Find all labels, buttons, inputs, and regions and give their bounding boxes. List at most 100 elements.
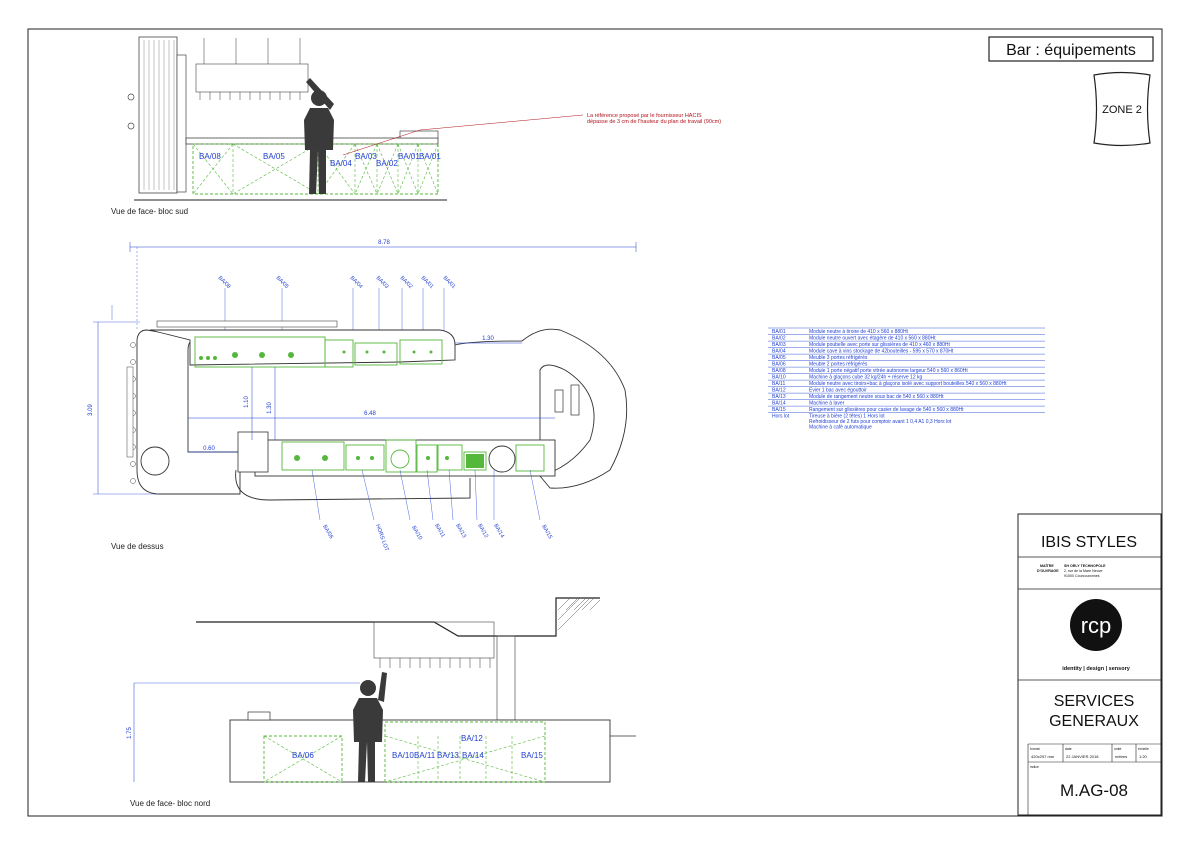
pillar-north (496, 635, 516, 721)
meta-label: date (1065, 747, 1072, 751)
legend-code: BA/08 (772, 368, 786, 374)
legend-code: BA/11 (772, 381, 785, 387)
note-leader-2 (419, 114, 584, 131)
elevation-label-north: BA/06 (292, 751, 314, 760)
legend-code: BA/14 (772, 401, 786, 407)
column-side (176, 54, 187, 193)
legend-description-extra: Refroidisseur de 2 futs pour comptoir av… (809, 419, 952, 425)
bar-north-front (235, 469, 471, 501)
right-cabinet (554, 389, 564, 413)
bottom-tag: BA/15 (540, 524, 553, 540)
top-tag: BA/01 (420, 275, 435, 290)
equipment-markers-north (294, 455, 449, 461)
legend-description-extra: Machine à café automatique (809, 425, 872, 431)
legend-description: Module neutre à tiroire de 410 x 560 x 8… (809, 329, 909, 335)
equipment-crosses-south (192, 143, 439, 195)
rcp-logo (1070, 599, 1122, 651)
glass-rack (195, 63, 309, 93)
elevation-label-north: BA/11 (414, 751, 436, 760)
legend-description: Machine à laver (809, 401, 845, 407)
bar-curved-end (454, 328, 628, 489)
equipment-block-north-b (384, 721, 546, 783)
index-label: indice (1030, 765, 1039, 769)
sink-round-right (488, 445, 516, 473)
elevation-label: BA/02 (376, 159, 398, 168)
mo-label: D'OUVRAGE (1037, 569, 1059, 573)
dim-total-width: 8.78 (378, 240, 390, 246)
bar-north-end (237, 431, 269, 473)
drawing-reference: M.AG-08 (1060, 781, 1128, 800)
person-silhouette-south (304, 78, 334, 194)
legend-code: BA/10 (772, 375, 786, 381)
sheet-title: Bar : équipements (1006, 42, 1136, 59)
bottom-tag: BA/13 (454, 523, 467, 539)
equipment-block-north-a (263, 735, 343, 783)
north-elevation: 1.75 BA/06 BA/10 BA/11 BA/13 BA/12 BA/14… (127, 597, 636, 808)
elevation-label: BA/01 (398, 152, 420, 161)
wall-bolt (127, 93, 135, 101)
equipment-legend: BA/01 Module neutre à tiroire de 410 x 56… (768, 327, 1045, 431)
counter-raise (399, 130, 439, 139)
equipment-markers-south (199, 350, 433, 360)
dim-depth-b: 1.30 (267, 402, 273, 414)
sheet-title-box: Bar : équipements (988, 36, 1154, 62)
south-elevation: La référence proposé par le fournisseur … (111, 36, 721, 216)
meta-value: 22 JANVIER 2018 (1066, 754, 1099, 759)
bottom-tag: BA/12 (476, 523, 489, 539)
ceiling-soffit (196, 597, 600, 637)
top-tag: BA/01 (442, 275, 457, 290)
dim-passage: 1.30 (482, 336, 494, 342)
bottom-tag: BA/06 (321, 524, 334, 540)
view-caption-south: Vue de face- bloc sud (111, 207, 188, 216)
title-block-frame (1017, 513, 1162, 816)
zone-label: ZONE 2 (1102, 104, 1142, 116)
sheet-frame (27, 28, 1163, 817)
legend-description: Module de rangement neutre sous bac de 5… (809, 394, 944, 400)
legend-description: Tireuse à bière (2 têtes) 1 Hors lot (809, 414, 885, 420)
meta-value: mètres (1115, 754, 1127, 759)
client-name: IBIS STYLES (1041, 534, 1137, 551)
legend-code: BA/06 (772, 362, 786, 368)
zone-badge: ZONE 2 (1093, 71, 1151, 147)
bottom-tag-leaders (311, 469, 541, 521)
column-panel (138, 36, 178, 194)
note-leader (342, 129, 421, 156)
bottom-tag: HORS LOT (374, 524, 389, 553)
service-line1: SERVICES (1054, 693, 1135, 710)
equipment-top-south (194, 336, 443, 368)
washer-block (466, 454, 484, 468)
sheet-title-frame (988, 36, 1154, 62)
glass-rack-hangers (199, 38, 301, 100)
elevation-label-north: BA/12 (461, 734, 483, 743)
meta-label: échelle (1138, 747, 1149, 751)
legend-description: Evier 1 bac avec égouttoir (809, 388, 867, 394)
legend-code: BA/15 (772, 407, 786, 413)
dim-depth-a: 1.10 (244, 396, 250, 408)
legend-code: BA/03 (772, 342, 786, 348)
address-line: 2, rue de la Mare Neuve (1064, 569, 1103, 573)
legend-description: Module cave à vins stockage de 42bouteil… (809, 349, 954, 355)
left-shelf (126, 366, 134, 458)
legend-code: BA/01 (772, 329, 786, 335)
legend-code: BA/12 (772, 388, 786, 394)
legend-code: BA/02 (772, 336, 786, 342)
wall-bolt (127, 122, 135, 130)
top-view: 8.78 3.09 BA/08 BA/05 BA/04 BA/03 BA/02 … (88, 240, 637, 553)
legend-description: Meuble 2 portes réfrigérés (809, 362, 868, 368)
address-line: 91000 Courcouronnes (1064, 574, 1100, 578)
supplier-note-line2: dépasse de 3 cm de l'hauteur du plan de … (587, 119, 721, 125)
ice-machine-round (390, 449, 410, 469)
bottom-tag: BA/14 (492, 523, 505, 539)
top-tag: BA/05 (275, 275, 290, 290)
dim-side: 0.60 (203, 446, 215, 452)
meta-label: unité (1114, 747, 1121, 751)
elevation-label: BA/08 (199, 152, 221, 161)
elevation-label: BA/03 (355, 152, 377, 161)
right-cabinet-2 (570, 384, 580, 416)
legend-description: Meuble 3 portes réfrigérés (809, 355, 868, 361)
dim-height-north: 1.75 (127, 727, 133, 739)
supplier-note-line1: La référence proposé par le fournisseur … (587, 113, 702, 119)
view-caption-north: Vue de face- bloc nord (130, 799, 210, 808)
legend-description: Module 1 porte négatif porte vitrée auto… (809, 368, 968, 374)
rcp-logo-text: rcp (1081, 613, 1112, 638)
